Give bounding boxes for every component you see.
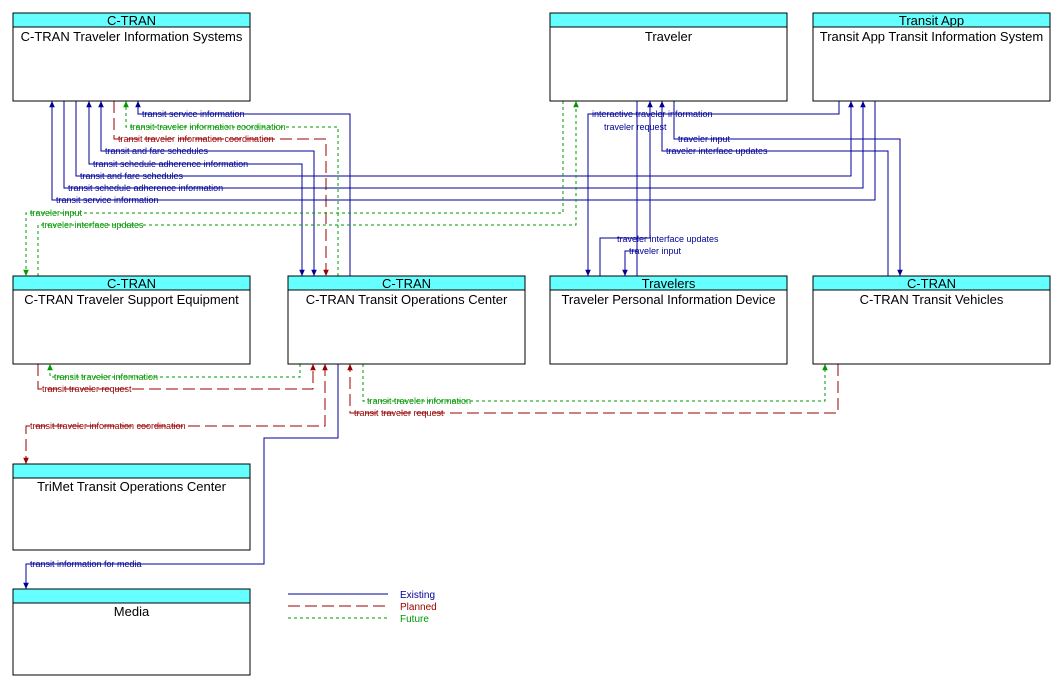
flow-label: transit traveler information: [367, 396, 471, 406]
flow-label: transit schedule adherence information: [68, 183, 223, 193]
entity-name: Transit App Transit Information System: [820, 29, 1044, 44]
entity-name: C-TRAN Traveler Support Equipment: [24, 292, 239, 307]
flow-line: [63, 101, 866, 189]
legend-existing-label: Existing: [400, 590, 435, 601]
flow-label: transit traveler request: [42, 384, 132, 394]
entity-name: Traveler: [645, 29, 693, 44]
entity-header: C-TRAN: [107, 276, 156, 291]
entity-header: C-TRAN: [382, 276, 431, 291]
flow-label: transit and fare schedules: [105, 146, 209, 156]
flow-line: [23, 364, 328, 464]
flow-label: transit and fare schedules: [80, 171, 184, 181]
entity-header: C-TRAN: [107, 13, 156, 28]
flow-label: transit service information: [56, 195, 159, 205]
flow-line: [37, 101, 579, 276]
flow-labels: transit service information transit trav…: [30, 109, 768, 569]
flow-label: interactive traveler information: [592, 109, 713, 119]
entity-transit-app[interactable]: Transit App Transit App Transit Informat…: [812, 12, 1051, 102]
entity-header: C-TRAN: [907, 276, 956, 291]
flow-label: transit traveler request: [354, 408, 444, 418]
flow-label: transit traveler information coordinatio…: [130, 122, 286, 132]
flow-label: transit service information: [142, 109, 245, 119]
entity-name: C-TRAN Transit Vehicles: [860, 292, 1004, 307]
entity-header: Travelers: [642, 276, 696, 291]
flow-label: transit traveler information coordinatio…: [30, 421, 186, 431]
entity-traveler[interactable]: Traveler: [549, 12, 788, 102]
flow-label: transit information for media: [30, 559, 142, 569]
entity-toc[interactable]: C-TRAN C-TRAN Transit Operations Center: [287, 275, 526, 365]
flow-label: transit schedule adherence information: [93, 159, 248, 169]
entity-media[interactable]: Media: [12, 588, 251, 676]
flow-line: [362, 364, 828, 402]
legend: Existing Planned Future: [288, 590, 437, 625]
legend-future-label: Future: [400, 614, 429, 625]
flow-line: [585, 101, 840, 276]
entity-trimet[interactable]: TriMet Transit Operations Center: [12, 463, 251, 551]
entity-cts[interactable]: C-TRAN C-TRAN Traveler Information Syste…: [12, 12, 251, 102]
flow-line: [23, 101, 564, 276]
entity-name: TriMet Transit Operations Center: [37, 479, 226, 494]
entity-name: C-TRAN Transit Operations Center: [306, 292, 508, 307]
flow-line: [347, 364, 839, 414]
flow-line: [622, 101, 638, 276]
flow-label: traveler interface updates: [666, 146, 768, 156]
entity-vehicles[interactable]: C-TRAN C-TRAN Transit Vehicles: [812, 275, 1051, 365]
flow-line: [86, 101, 305, 276]
entity-name: Media: [114, 604, 150, 619]
flow-label: traveler input: [678, 134, 731, 144]
flow-line: [659, 101, 889, 276]
flow-label: traveler input: [30, 208, 83, 218]
legend-planned-label: Planned: [400, 602, 437, 613]
entity-tse[interactable]: C-TRAN C-TRAN Traveler Support Equipment: [12, 275, 251, 365]
flow-line: [673, 101, 903, 276]
flow-label: traveler input: [629, 246, 682, 256]
flow-label: transit traveler information coordinatio…: [118, 134, 274, 144]
flow-label: traveler request: [604, 122, 667, 132]
flow-label: traveler interface updates: [42, 220, 144, 230]
flow-label: traveler interface updates: [617, 234, 719, 244]
flow-line: [599, 101, 653, 276]
entity-name: Traveler Personal Information Device: [561, 292, 775, 307]
entity-name: C-TRAN Traveler Information Systems: [21, 29, 243, 44]
flow-line: [23, 364, 339, 589]
entity-tpid[interactable]: Travelers Traveler Personal Information …: [549, 275, 788, 365]
flow-lines: [23, 101, 903, 589]
flow-label: transit traveler information: [54, 372, 158, 382]
entity-header: Transit App: [899, 13, 964, 28]
